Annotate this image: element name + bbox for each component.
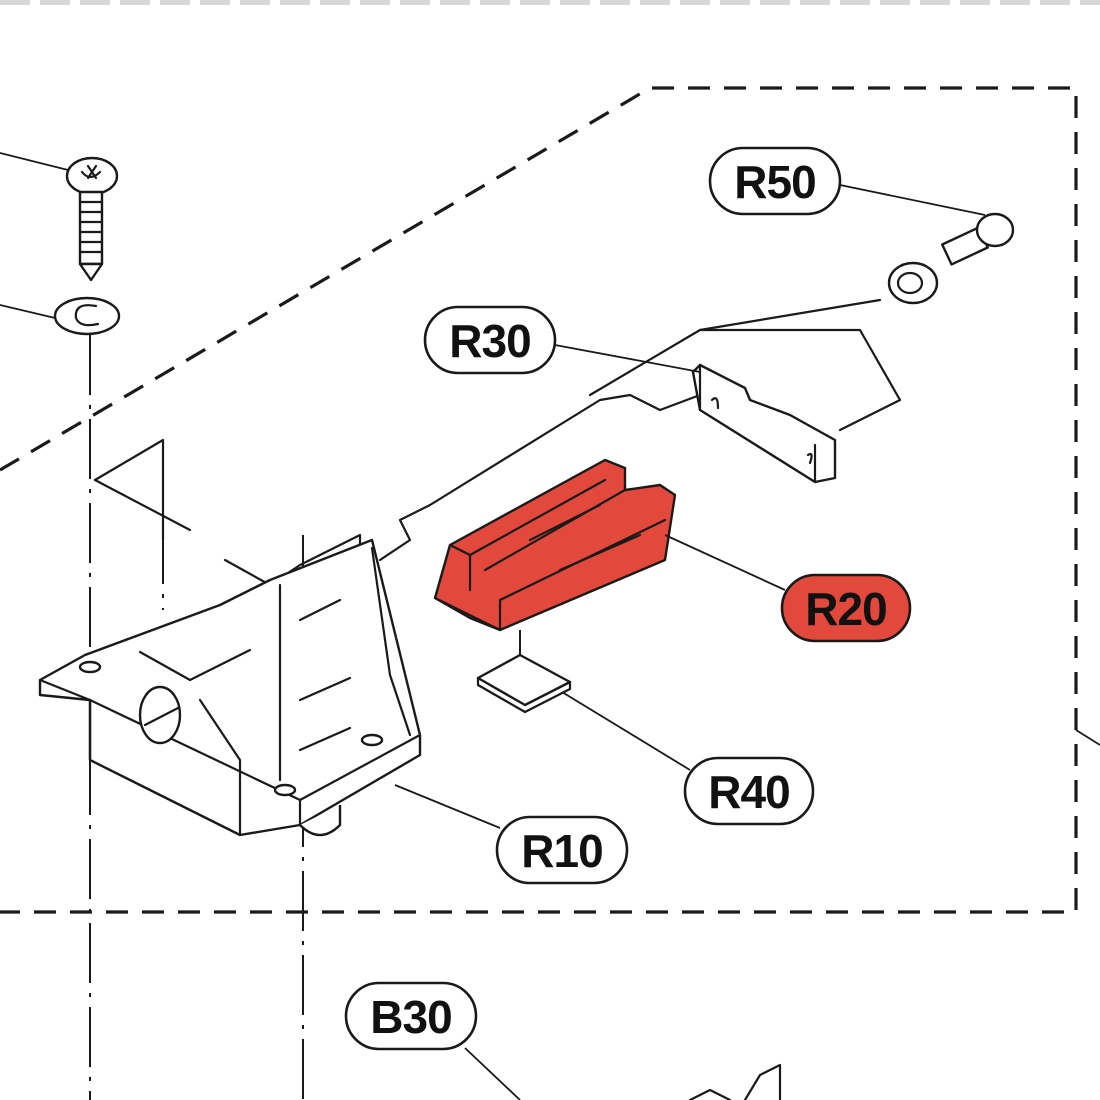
callout-label: B30: [370, 991, 451, 1043]
screw-icon: [0, 152, 119, 282]
callout-R10[interactable]: R10: [495, 815, 629, 885]
callout-label: R30: [449, 315, 530, 367]
part-R30-bracket: [691, 363, 837, 484]
chassis-outline: [93, 298, 902, 587]
part-B30-partial: [688, 1063, 782, 1100]
callout-R20[interactable]: R20: [780, 573, 912, 643]
assembly-group-boundary: [0, 86, 1100, 914]
callout-R30[interactable]: R30: [423, 305, 557, 375]
callout-R40[interactable]: R40: [683, 756, 815, 826]
callout-B30[interactable]: B30: [344, 981, 478, 1051]
part-R10-base: [38, 538, 422, 837]
part-R40-pad: [476, 653, 572, 714]
callout-label: R50: [734, 156, 815, 208]
part-R20-rail: [433, 458, 677, 632]
highlight-fill: [780, 573, 912, 643]
callout-label: R10: [521, 825, 602, 877]
callout-label: R40: [708, 766, 789, 818]
washer-icon: [0, 296, 121, 336]
callout-label: R20: [805, 583, 886, 635]
leader-lines: [394, 184, 986, 1100]
part-R50-bolt: [887, 212, 1015, 305]
callout-R50[interactable]: R50: [708, 146, 842, 216]
